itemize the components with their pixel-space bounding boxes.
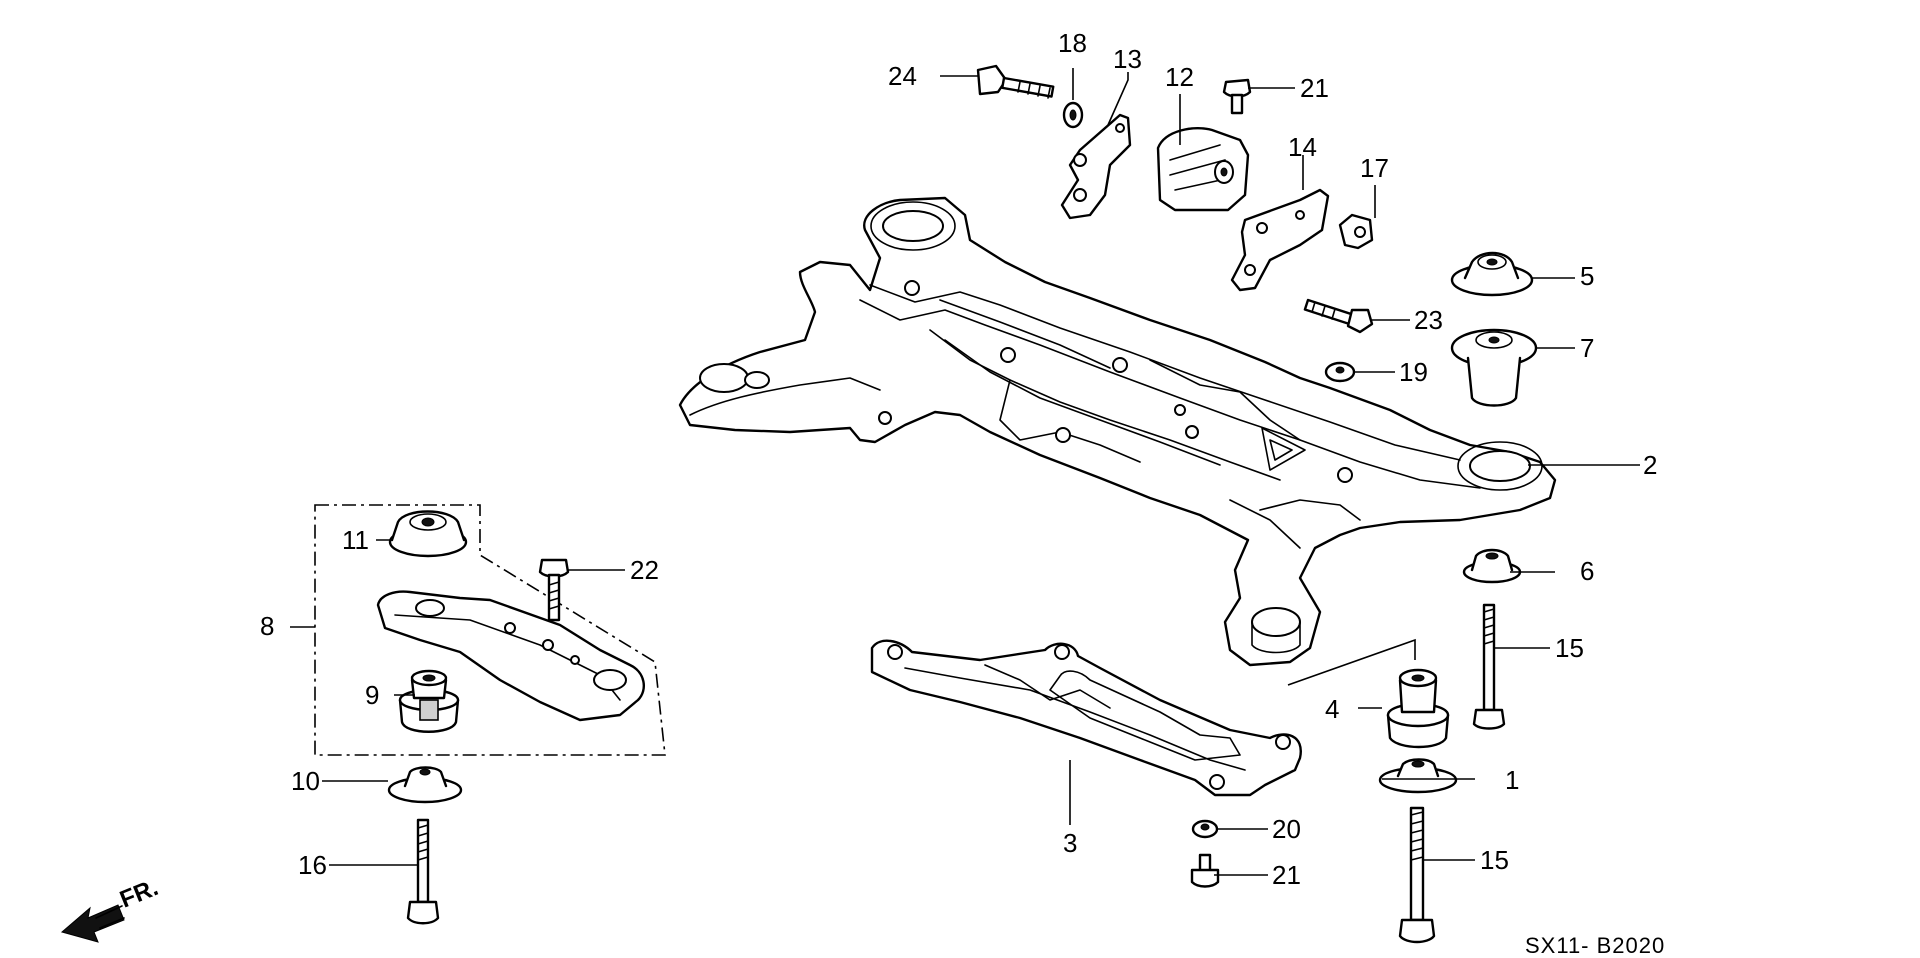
bolt-23[interactable] [1303,298,1374,334]
bolt-24[interactable] [976,64,1055,99]
callout-17: 17 [1360,153,1389,183]
nut-20[interactable] [1191,819,1219,839]
nut-19[interactable] [1324,361,1356,383]
bolt-16[interactable] [406,818,440,925]
clip-17[interactable] [1338,213,1374,250]
callout-23: 23 [1414,305,1443,335]
washer-18[interactable] [1062,101,1084,129]
cushion-6[interactable] [1462,548,1522,584]
callout-6: 6 [1580,556,1594,586]
bracket-13[interactable] [1060,113,1132,220]
lower-crossmember[interactable] [870,639,1302,797]
callout-16: 16 [298,850,327,880]
bolt-15-upper[interactable] [1472,603,1506,730]
arrow-left-icon [60,904,125,943]
rear-subframe[interactable] [678,196,1557,667]
callout-20: 20 [1272,814,1301,844]
callout-14: 14 [1288,132,1317,162]
upper-mount-cushion-11[interactable] [388,510,468,558]
callout-24: 24 [888,61,917,91]
callout-19: 19 [1399,357,1428,387]
callout-13: 13 [1113,44,1142,74]
front-direction-arrow: FR. [60,874,162,943]
callout-4: 4 [1325,694,1339,724]
callout-10: 10 [291,766,320,796]
callout-21-lower: 21 [1272,860,1301,890]
washer-1[interactable] [1378,758,1458,794]
bolt-21-lower[interactable] [1190,853,1220,888]
rear-bracket-plate[interactable] [376,590,646,722]
callout-22: 22 [630,555,659,585]
callout-9: 9 [365,680,379,710]
callout-15a: 15 [1555,633,1584,663]
mount-bushing-9[interactable] [398,669,460,733]
callout-18: 18 [1058,28,1087,58]
bushing-4[interactable] [1386,668,1450,749]
bushing-7[interactable] [1450,328,1538,407]
cushion-5[interactable] [1450,251,1534,297]
callout-11: 11 [342,525,369,555]
callout-5: 5 [1580,261,1594,291]
callout-12: 12 [1165,62,1194,92]
bracket-14[interactable] [1230,188,1330,292]
assembly-bracket-outline [314,504,666,756]
bolt-15-lower[interactable] [1398,806,1436,944]
callout-1: 1 [1505,765,1519,795]
leader-lines [290,68,1640,876]
callout-7: 7 [1580,333,1594,363]
bolt-22[interactable] [538,558,570,622]
callout-21-upper: 21 [1300,73,1329,103]
callout-2: 2 [1643,450,1657,480]
direction-label: FR. [116,874,162,914]
engine-mount-12[interactable] [1156,126,1250,212]
callout-8: 8 [260,611,274,641]
diagram-code: SX11- B2020 [1525,933,1665,958]
bolt-21-upper[interactable] [1222,78,1252,115]
mount-washer-10[interactable] [387,766,463,804]
callout-3: 3 [1063,828,1077,858]
callout-15b: 15 [1480,845,1509,875]
